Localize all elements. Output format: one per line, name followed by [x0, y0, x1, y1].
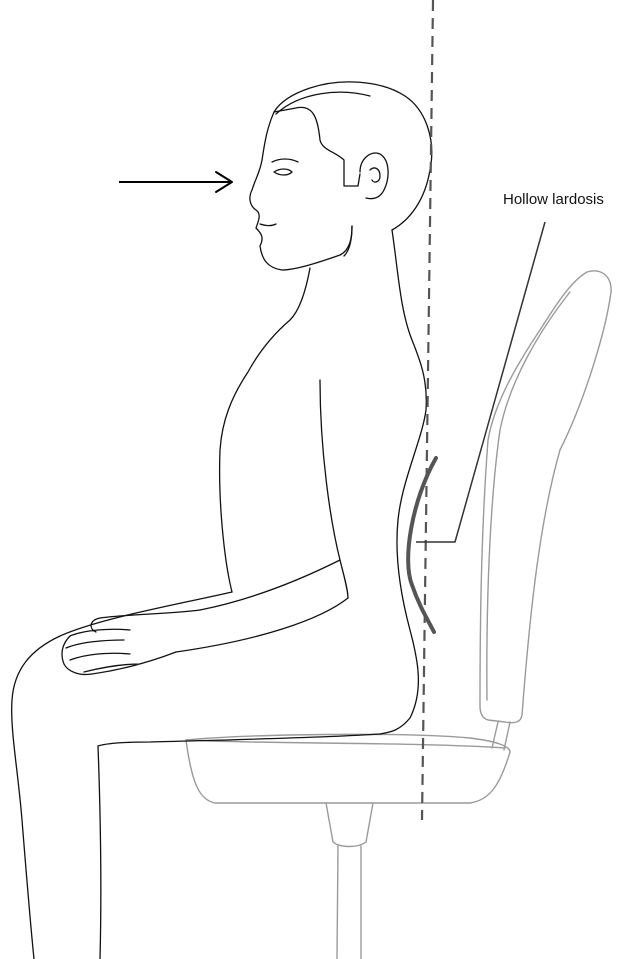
person-eye — [274, 169, 292, 175]
office-chair — [186, 271, 611, 959]
person-upper-arm — [320, 380, 348, 598]
person-thigh-top — [12, 592, 232, 959]
arrow-right-icon — [119, 172, 232, 192]
chair-gas-column — [337, 846, 361, 959]
person-forearm — [176, 560, 348, 652]
person-hands — [62, 610, 200, 675]
person-front-torso — [220, 268, 310, 592]
chair-backrest-bracket — [492, 722, 510, 750]
person-back-contour — [380, 230, 426, 734]
person-head-profile — [250, 82, 432, 270]
vertical-alignment-line — [422, 0, 433, 820]
chair-seat-top-edge — [186, 740, 505, 748]
person-ear — [360, 153, 388, 199]
chair-backrest — [480, 271, 611, 723]
person-mouth — [260, 224, 276, 226]
callout-leader-line — [416, 222, 545, 542]
chair-seat — [186, 734, 510, 803]
chair-seat-mount — [326, 803, 373, 847]
person-hair-back — [276, 92, 370, 114]
person-brow — [272, 159, 298, 162]
callout-label: Hollow lardosis — [503, 191, 604, 208]
lumbar-curve-highlight — [408, 458, 436, 632]
